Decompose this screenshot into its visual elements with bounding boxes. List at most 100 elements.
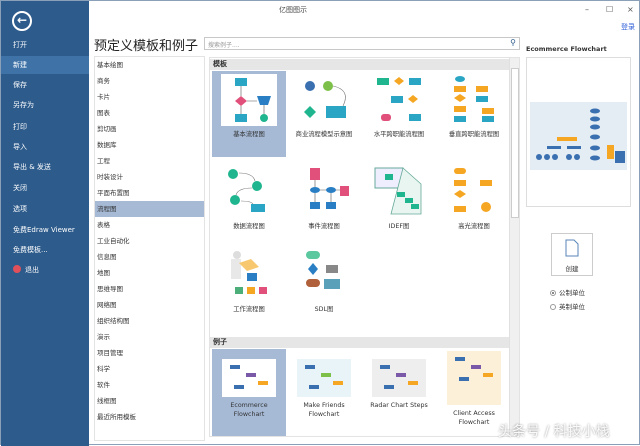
category-item[interactable]: 卡片 bbox=[97, 93, 110, 101]
category-item[interactable]: 线框图 bbox=[97, 397, 117, 405]
example-tile[interactable]: Radar Chart Steps bbox=[362, 349, 436, 436]
template-thumbnail-icon bbox=[374, 167, 422, 215]
template-thumbnail-icon bbox=[228, 169, 265, 212]
category-list: 基本绘图商务卡片图表剪切画数据库工程时装设计平面布置图流程图表格工业自动化信息图… bbox=[94, 56, 205, 441]
category-item[interactable]: 图表 bbox=[97, 109, 110, 117]
template-thumbnail-icon bbox=[454, 76, 494, 122]
template-thumbnail-icon bbox=[310, 168, 349, 209]
category-item[interactable]: 地图 bbox=[97, 269, 110, 277]
template-tile[interactable]: 基本流程图 bbox=[212, 71, 286, 157]
template-tile[interactable]: SDL图 bbox=[287, 246, 361, 332]
create-label: 创建 bbox=[565, 265, 579, 273]
imperial-units-radio[interactable]: 英制单位 bbox=[550, 301, 585, 311]
example-thumbnail-icon bbox=[297, 359, 351, 397]
back-arrow-icon[interactable]: ← bbox=[12, 11, 32, 31]
template-tile[interactable]: 商业流程模型示意图 bbox=[287, 71, 361, 157]
sidebar-item[interactable]: 另存为 bbox=[1, 96, 89, 114]
search-placeholder: 搜索例子.... bbox=[208, 42, 240, 49]
sidebar-item[interactable]: 退出 bbox=[1, 261, 89, 279]
template-label: 垂直跨职能流程图 bbox=[448, 131, 500, 138]
template-thumbnail-icon bbox=[304, 81, 346, 118]
new-document-icon bbox=[565, 239, 579, 257]
sidebar-item-label: 新建 bbox=[13, 61, 27, 69]
create-button[interactable]: 创建 bbox=[551, 233, 593, 276]
scrollbar-thumb[interactable] bbox=[511, 68, 519, 218]
category-item[interactable]: 思维导图 bbox=[97, 285, 123, 293]
sidebar-item[interactable]: 保存 bbox=[1, 76, 89, 94]
sidebar-item-label: 关闭 bbox=[13, 184, 27, 192]
maximize-button[interactable]: ☐ bbox=[606, 5, 614, 14]
sidebar-item[interactable]: 新建 bbox=[1, 56, 89, 74]
example-thumbnail-icon bbox=[222, 359, 276, 397]
example-label: Radar Chart Steps bbox=[370, 402, 428, 409]
template-label: 高光流程图 bbox=[458, 223, 490, 230]
category-item[interactable]: 基本绘图 bbox=[97, 61, 123, 69]
metric-units-label: 公制单位 bbox=[559, 289, 585, 297]
template-label: 水平跨职能流程图 bbox=[373, 131, 425, 138]
category-item[interactable]: 组织结构图 bbox=[97, 317, 130, 325]
template-tile[interactable]: IDEF图 bbox=[362, 163, 436, 249]
category-item[interactable]: 最近所用模板 bbox=[97, 413, 136, 421]
sidebar-item-label: 免费Edraw Viewer bbox=[13, 226, 75, 234]
sidebar-item-label: 免费模板... bbox=[13, 246, 48, 254]
sidebar-item-label: 保存 bbox=[13, 81, 27, 89]
template-tile[interactable]: 水平跨职能流程图 bbox=[362, 71, 436, 157]
search-icon[interactable]: ⚲ bbox=[510, 38, 516, 47]
template-thumbnail-icon bbox=[231, 251, 267, 294]
sidebar-item[interactable]: 免费Edraw Viewer bbox=[1, 221, 89, 239]
login-link[interactable]: 登录 bbox=[621, 23, 635, 31]
sidebar-item-label: 导出 & 发送 bbox=[13, 163, 51, 171]
sidebar-item[interactable]: 选项 bbox=[1, 200, 89, 218]
template-tile[interactable]: 事件流程图 bbox=[287, 163, 361, 249]
example-thumbnail-icon bbox=[447, 351, 501, 405]
preview-image bbox=[526, 57, 631, 207]
category-item[interactable]: 工程 bbox=[97, 157, 110, 165]
page-title: 预定义模板和例子 bbox=[94, 39, 199, 54]
close-button[interactable]: × bbox=[627, 5, 634, 14]
category-item[interactable]: 剪切画 bbox=[97, 125, 117, 133]
templates-section-header: 模板 bbox=[210, 59, 510, 70]
category-item[interactable]: 科学 bbox=[97, 365, 110, 373]
category-item[interactable]: 软件 bbox=[97, 381, 110, 389]
template-label: SDL图 bbox=[314, 306, 334, 313]
minimize-button[interactable]: – bbox=[585, 5, 589, 14]
template-label: 事件流程图 bbox=[308, 223, 340, 230]
category-item[interactable]: 项目管理 bbox=[97, 349, 123, 357]
category-item[interactable]: 流程图 bbox=[95, 201, 204, 217]
template-tile[interactable]: 数据流程图 bbox=[212, 163, 286, 249]
category-item[interactable]: 网络图 bbox=[97, 301, 117, 309]
template-tile[interactable]: 工作流程图 bbox=[212, 246, 286, 332]
category-item[interactable]: 数据库 bbox=[97, 141, 117, 149]
category-item[interactable]: 信息图 bbox=[97, 253, 117, 261]
category-item[interactable]: 商务 bbox=[97, 77, 110, 85]
template-tile[interactable]: 高光流程图 bbox=[437, 163, 511, 249]
sidebar-item[interactable]: 关闭 bbox=[1, 179, 89, 197]
category-item[interactable]: 工业自动化 bbox=[97, 237, 130, 245]
scrollbar[interactable] bbox=[509, 58, 519, 436]
template-label: 商业流程模型示意图 bbox=[295, 131, 353, 138]
template-thumbnail-icon bbox=[454, 168, 492, 212]
sidebar-item[interactable]: 导出 & 发送 bbox=[1, 158, 89, 176]
sidebar-item-label: 导入 bbox=[13, 143, 27, 151]
category-item[interactable]: 平面布置图 bbox=[97, 189, 130, 197]
sidebar-item[interactable]: 打开 bbox=[1, 36, 89, 54]
sidebar-item[interactable]: 导入 bbox=[1, 138, 89, 156]
watermark: 头条号 / 科技小栈 bbox=[498, 424, 610, 440]
category-item[interactable]: 表格 bbox=[97, 221, 110, 229]
sidebar-item-label: 选项 bbox=[13, 205, 27, 213]
preview-title: Ecommerce Flowchart bbox=[526, 45, 607, 53]
search-input[interactable]: 搜索例子.... ⚲ bbox=[204, 37, 520, 50]
sidebar-item[interactable]: 打印 bbox=[1, 118, 89, 136]
sidebar-item[interactable]: 免费模板... bbox=[1, 241, 89, 259]
template-tile[interactable]: 垂直跨职能流程图 bbox=[437, 71, 511, 157]
category-item[interactable]: 演示 bbox=[97, 333, 110, 341]
category-item[interactable]: 时装设计 bbox=[97, 173, 123, 181]
metric-units-radio[interactable]: 公制单位 bbox=[550, 287, 585, 297]
template-label: 数据流程图 bbox=[233, 223, 265, 230]
